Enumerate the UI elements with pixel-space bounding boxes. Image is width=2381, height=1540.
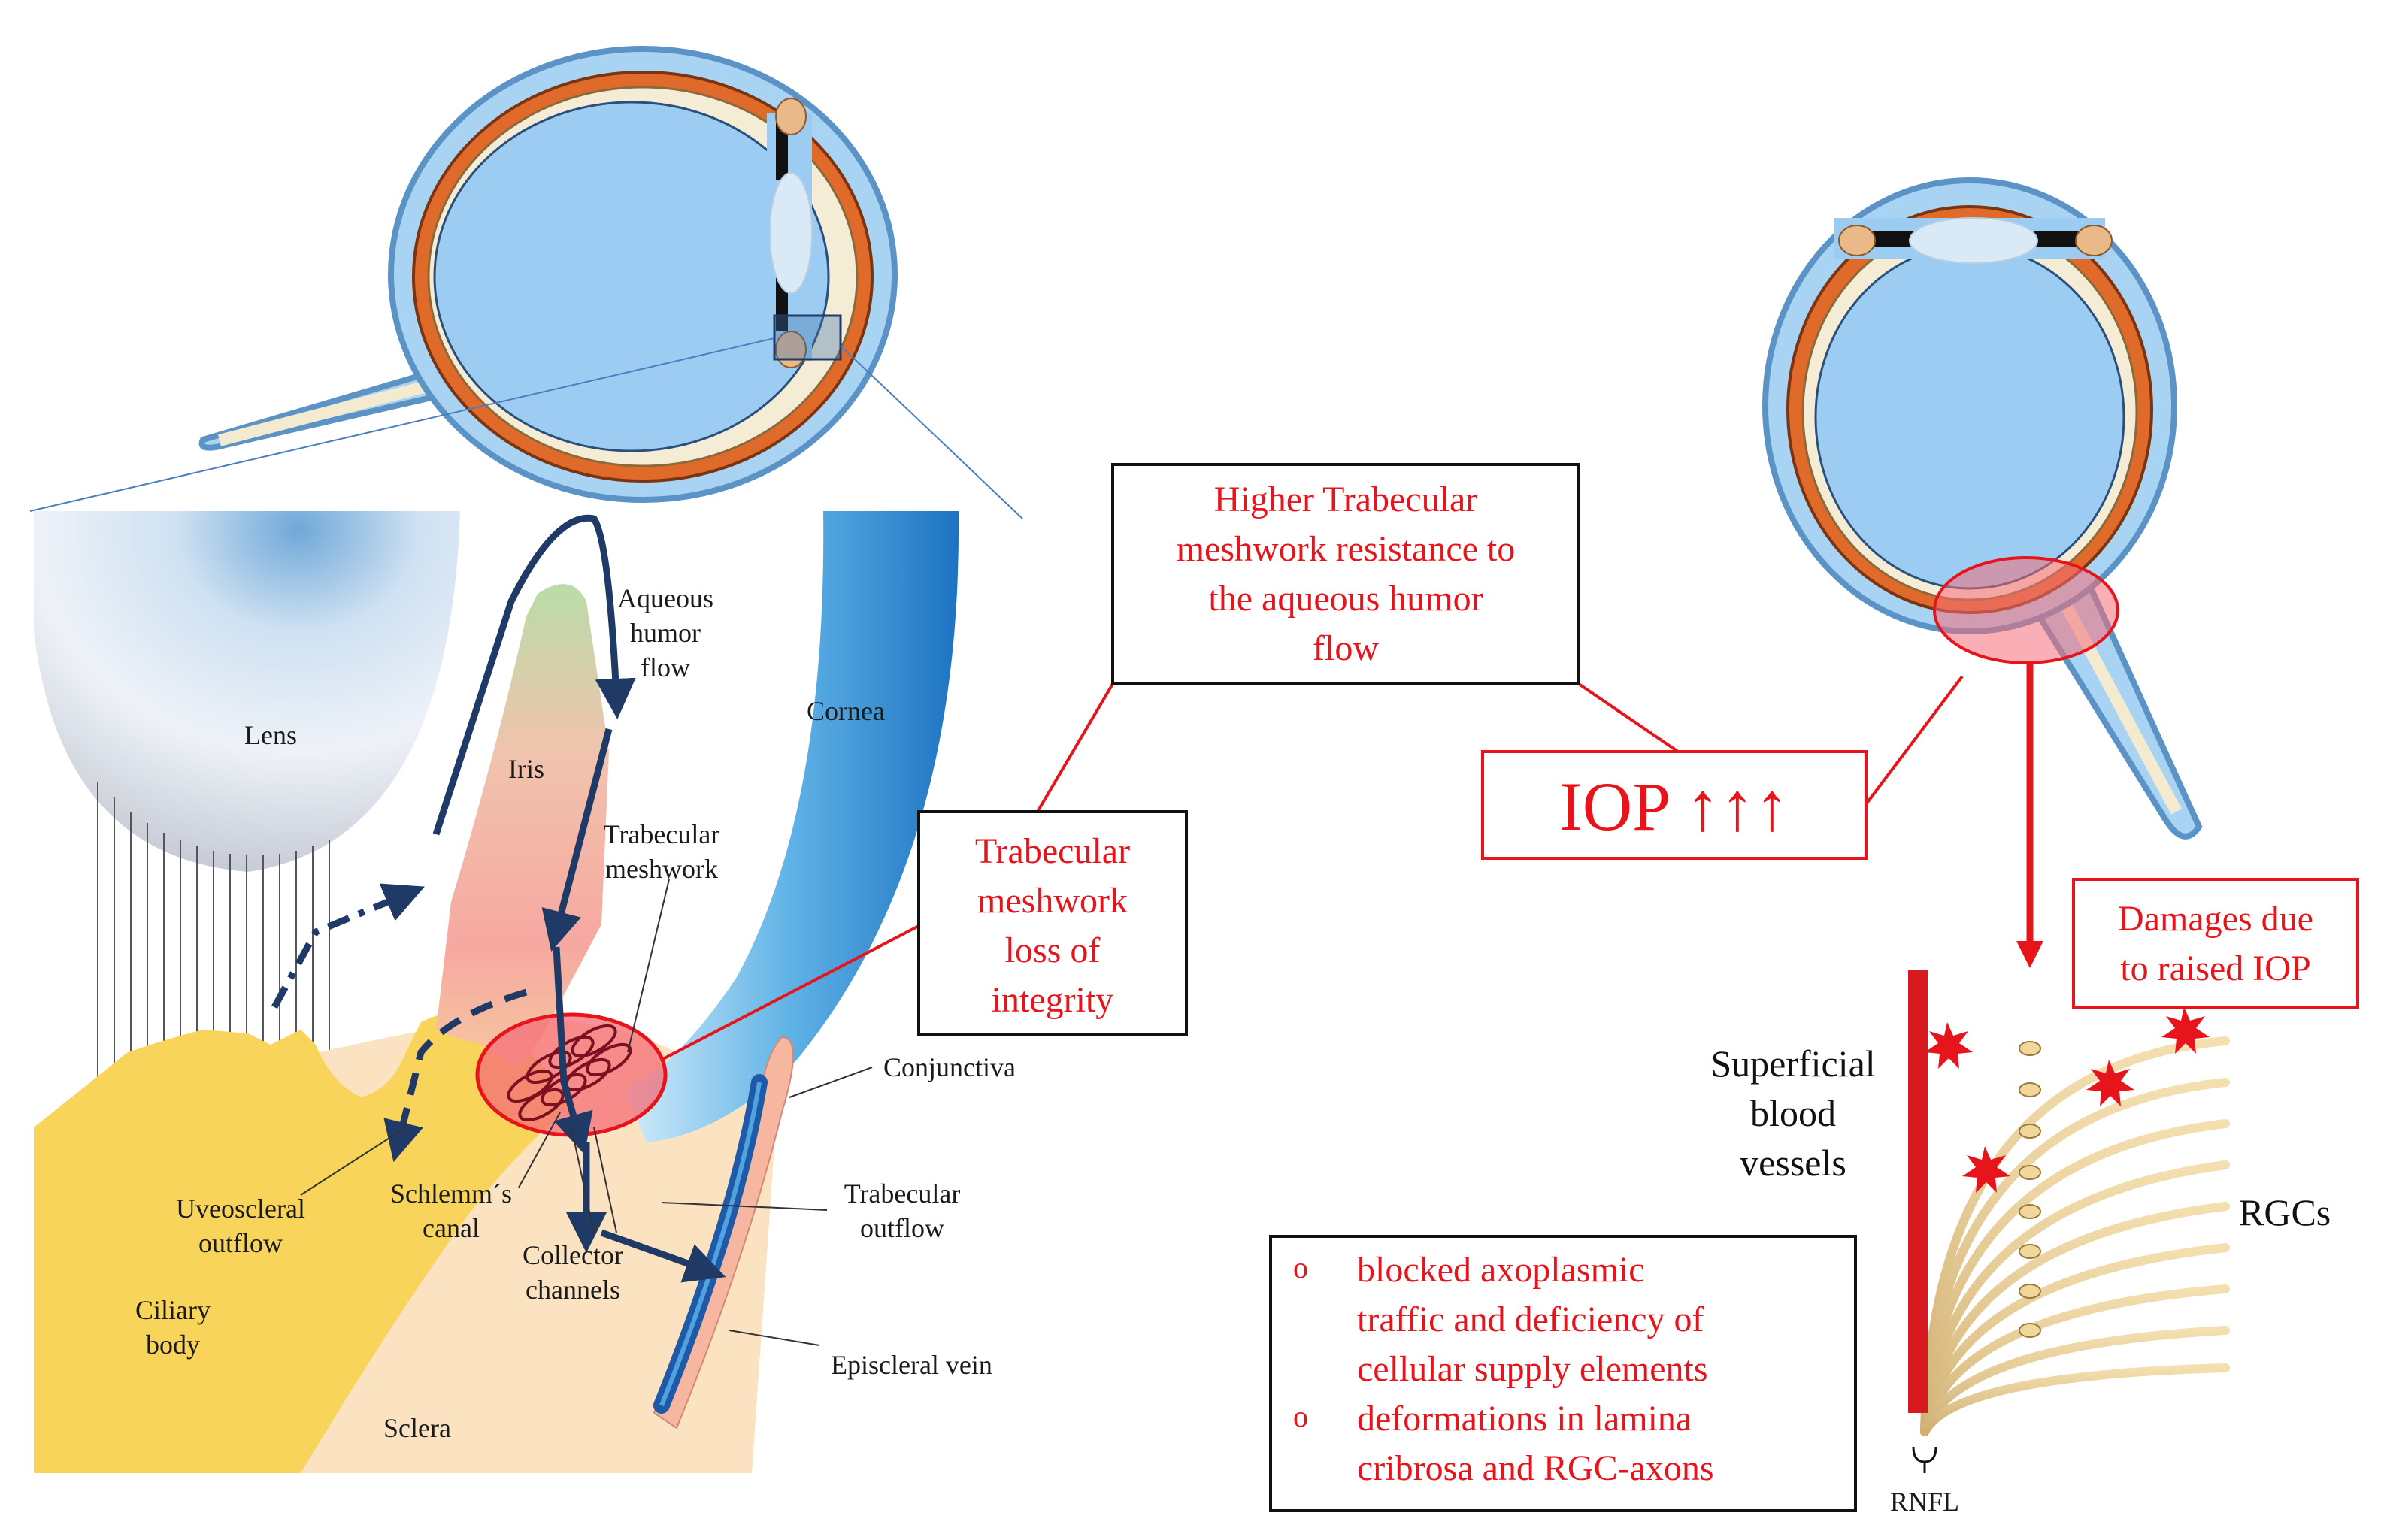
- effects-box: o blocked axoplasmic traffic and deficie…: [1269, 1235, 1857, 1512]
- label-superficial-3: vessels: [1740, 1142, 1846, 1184]
- label-rnfl: RNFL: [1890, 1487, 1959, 1517]
- label-iris: Iris: [508, 754, 544, 784]
- right-lens: [1909, 217, 2038, 264]
- loss-integrity-line-4: integrity: [992, 980, 1114, 1020]
- effect-2-line-1: deformations in lamina: [1357, 1399, 1692, 1439]
- zonule-fibers: [97, 782, 330, 1127]
- label-lens: Lens: [244, 720, 297, 750]
- label-schlemm-2: canal: [423, 1213, 480, 1243]
- bullet-1: o: [1293, 1251, 1308, 1284]
- aqueous-flow-arrows: [271, 514, 726, 1283]
- label-collector-2: channels: [526, 1275, 620, 1305]
- eye-lens: [769, 172, 813, 294]
- damages-line-1: Damages due: [2118, 899, 2313, 939]
- higher-resistance-line-3: the aqueous humor: [1208, 579, 1483, 619]
- vitreous-body: [433, 101, 830, 452]
- connector-lines: [661, 675, 1964, 1061]
- label-ciliary-1: Ciliary: [135, 1295, 211, 1325]
- label-meshwork-1: Trabecular: [604, 819, 720, 849]
- damages-line-2: to raised IOP: [2120, 949, 2310, 988]
- label-aqueous-1: Aqueous: [617, 583, 713, 613]
- label-rgcs: RGCs: [2239, 1191, 2331, 1233]
- optic-disc-highlight: [1933, 556, 2119, 664]
- label-conjunctiva: Conjunctiva: [883, 1052, 1016, 1082]
- label-trab-outflow-1: Trabecular: [844, 1178, 961, 1209]
- retinal-layer-illustration: [1908, 970, 2230, 1473]
- damages-box: Damages due to raised IOP: [2072, 878, 2359, 1009]
- lens-shape: [34, 511, 460, 872]
- left-eye-illustration: [29, 46, 1023, 519]
- loss-integrity-box: Trabecular meshwork loss of integrity: [917, 810, 1188, 1036]
- effect-2-line-2: cribrosa and RGC-axons: [1357, 1448, 1714, 1488]
- effect-1-line-1: blocked axoplasmic: [1357, 1250, 1645, 1290]
- label-meshwork-2: meshwork: [605, 854, 718, 884]
- rgc-cell-bodies: [2019, 1041, 2041, 1338]
- rnfl-bracket: [1912, 1446, 1937, 1473]
- effect-1-line-2: traffic and deficiency of: [1357, 1299, 1704, 1339]
- zoom-region-box: [773, 314, 842, 361]
- label-ciliary-2: body: [146, 1330, 200, 1360]
- right-vitreous: [1814, 244, 2125, 590]
- loss-integrity-line-3: loss of: [1005, 930, 1101, 970]
- effect-1-line-3: cellular supply elements: [1357, 1349, 1708, 1389]
- bullet-2: o: [1293, 1399, 1308, 1433]
- right-eye-illustration: [1762, 177, 2203, 968]
- loss-integrity-line-2: meshwork: [977, 881, 1128, 921]
- label-trab-outflow-2: outflow: [860, 1213, 944, 1243]
- loss-integrity-line-1: Trabecular: [975, 831, 1130, 871]
- superficial-blood-vessel: [1908, 970, 1928, 1413]
- cornea-shape: [624, 511, 959, 1142]
- label-aqueous-2: humor: [630, 618, 701, 648]
- label-uveoscleral-1: Uveoscleral: [176, 1194, 305, 1224]
- iop-box: IOP ↑↑↑: [1481, 750, 1868, 860]
- label-cornea: Cornea: [807, 696, 885, 726]
- rgc-axons: [1920, 1036, 2230, 1436]
- anterior-chamber-zoom: Lens Iris Aqueous humor flow Cornea Trab…: [34, 511, 1016, 1473]
- ciliary-body: [34, 1010, 571, 1473]
- label-uveoscleral-2: outflow: [198, 1228, 283, 1258]
- damage-bursts: [1925, 1007, 2210, 1193]
- label-superficial-1: Superficial: [1710, 1042, 1875, 1085]
- label-episcleral: Episcleral vein: [831, 1350, 992, 1380]
- higher-resistance-line-2: meshwork resistance to: [1177, 529, 1516, 569]
- label-collector-1: Collector: [523, 1240, 623, 1270]
- higher-resistance-line-4: flow: [1313, 628, 1379, 668]
- label-superficial-2: blood: [1750, 1092, 1836, 1134]
- higher-resistance-box: Higher Trabecular meshwork resistance to…: [1111, 463, 1580, 685]
- iop-label: IOP ↑↑↑: [1559, 768, 1789, 845]
- higher-resistance-line-1: Higher Trabecular: [1214, 480, 1478, 519]
- anatomy-leader-lines: [300, 879, 873, 1346]
- label-aqueous-3: flow: [641, 652, 690, 682]
- label-schlemm-1: Schlemm´s: [390, 1178, 512, 1209]
- label-sclera: Sclera: [383, 1413, 451, 1443]
